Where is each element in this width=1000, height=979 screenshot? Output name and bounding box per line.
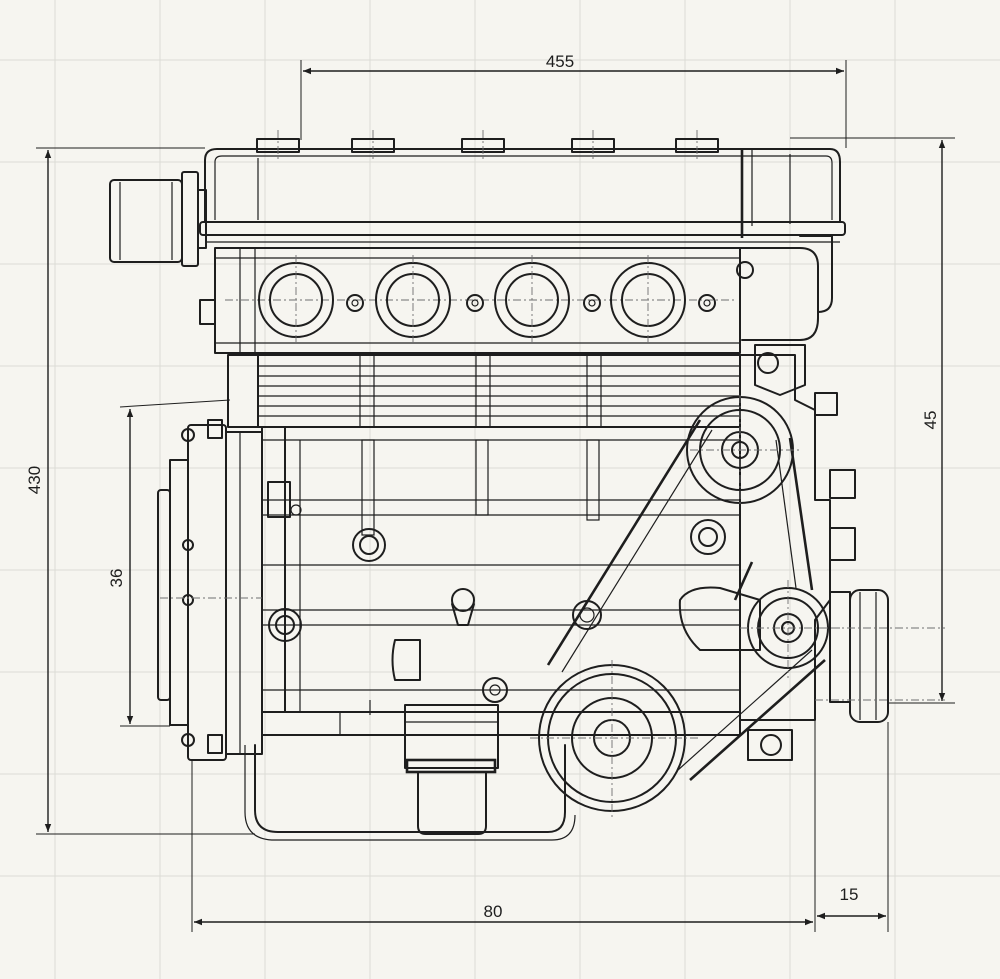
exhaust-port-3 [494, 255, 570, 345]
cylinder-head [199, 235, 833, 354]
coolant-outlet [109, 171, 207, 267]
dimension-head-height: 45 [790, 137, 955, 704]
exhaust-port-1 [258, 255, 334, 345]
crankshaft-pulley [530, 660, 700, 818]
engine [109, 130, 945, 841]
bellhousing [157, 419, 263, 761]
valve-cover [199, 130, 846, 243]
dimension-total-height: 430 [25, 147, 255, 835]
timing-cover [678, 344, 856, 721]
dimension-label-flywheel-height: 36 [107, 569, 126, 588]
exhaust-port-2 [375, 255, 451, 345]
oil-pan [244, 704, 576, 841]
crank-damper-right [815, 589, 945, 723]
alternator-pulley [686, 395, 800, 505]
dimension-flywheel-height: 36 [107, 399, 231, 727]
dimension-label-head-height: 45 [921, 411, 940, 430]
dimension-label-top-width: 455 [546, 52, 574, 71]
accessory-belt [546, 419, 826, 781]
dimension-label-pulley-offset: 15 [840, 885, 859, 904]
tensioner-pulley [740, 580, 840, 678]
exhaust-port-4 [610, 255, 686, 345]
dimension-bottom-width: 80 15 [191, 720, 889, 932]
dimension-label-total-height: 430 [25, 466, 44, 494]
dimension-label-bottom-width: 80 [484, 902, 503, 921]
engine-block [261, 426, 793, 761]
cooling-fins [227, 354, 741, 428]
dimension-top-width: 455 [300, 52, 847, 148]
